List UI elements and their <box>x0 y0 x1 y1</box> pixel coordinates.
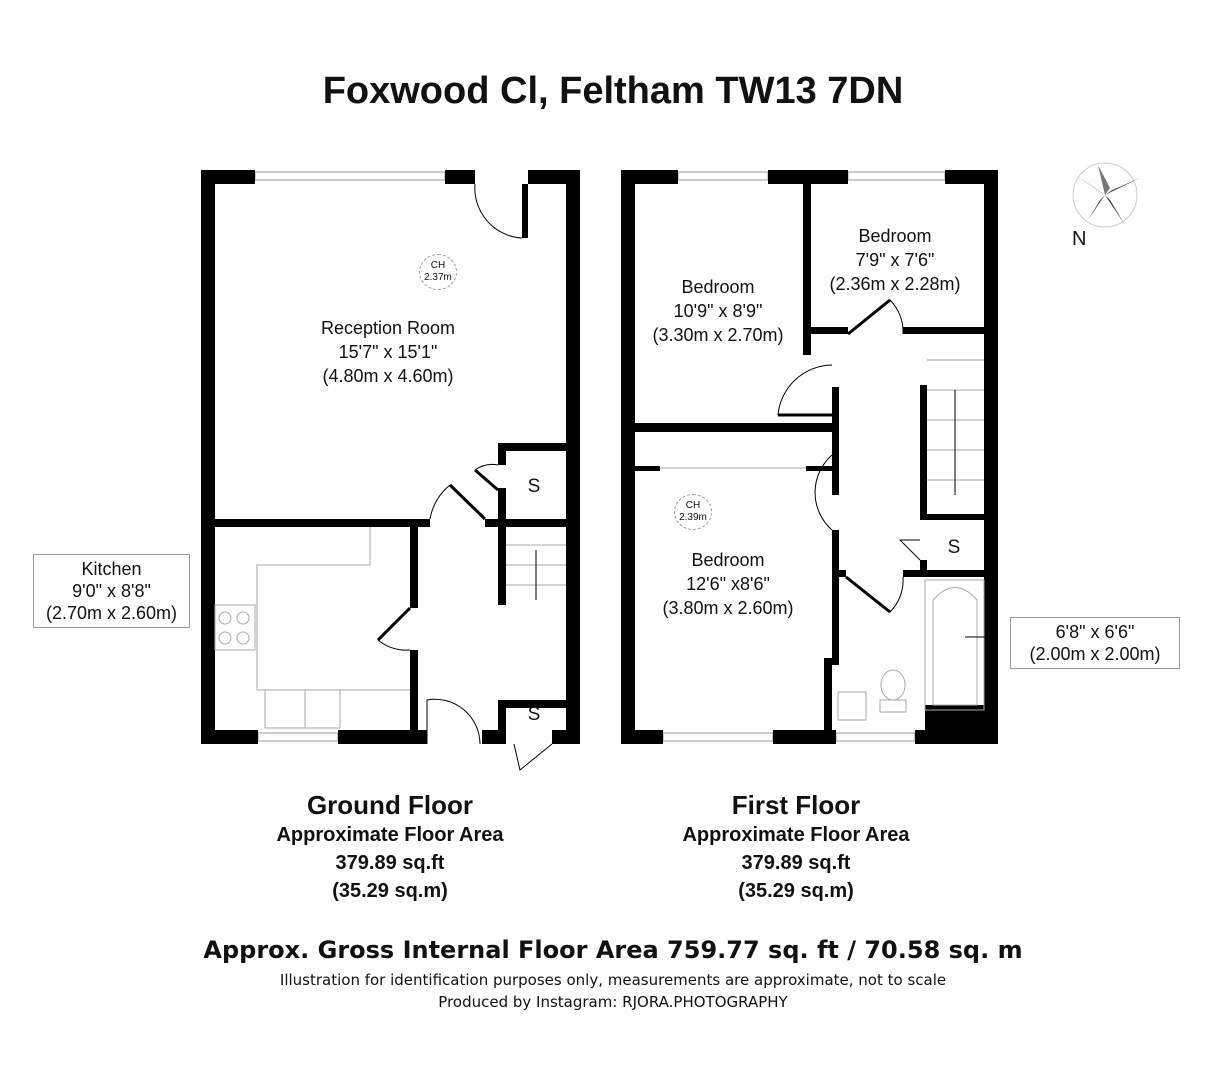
storage-label: S <box>527 476 541 497</box>
room-imperial: 7'9" x 7'6" <box>855 250 935 270</box>
room-imperial: 6'8" x 6'6" <box>1055 622 1135 642</box>
storage-label: S <box>527 704 541 725</box>
floor-heading: First Floor <box>731 790 861 820</box>
page-title: Foxwood Cl, Feltham TW13 7DN <box>322 70 904 112</box>
gross-floor-area: Approx. Gross Internal Floor Area 759.77… <box>203 936 1023 964</box>
room-metric: (2.70m x 2.60m) <box>45 603 178 623</box>
bedroom-2-label: Bedroom 7'9" x 7'6" (2.36m x 2.28m) <box>829 224 960 296</box>
ceiling-height-badge: CH 2.37m <box>419 254 457 290</box>
disclaimer: Illustration for identification purposes… <box>279 971 947 989</box>
ceiling-value: 2.37m <box>424 272 452 283</box>
credit: Produced by Instagram: RJORA.PHOTOGRAPHY <box>438 993 788 1011</box>
floor-area-sqm: (35.29 sq.m) <box>332 880 448 902</box>
ground-floor-doors <box>376 183 553 771</box>
ground-floor-summary: Ground Floor Approximate Floor Area 379.… <box>276 789 503 905</box>
room-metric: (2.00m x 2.00m) <box>1029 644 1161 664</box>
ceiling-value: 2.39m <box>679 512 707 523</box>
floor-heading: Ground Floor <box>306 790 474 820</box>
first-floor-summary: First Floor Approximate Floor Area 379.8… <box>682 789 909 905</box>
room-name: Bedroom <box>681 277 755 297</box>
ceiling-label: CH <box>685 500 701 511</box>
first-floor-doors <box>777 298 921 614</box>
room-name: Bedroom <box>858 226 932 246</box>
room-imperial: 15'7" x 15'1" <box>338 342 438 362</box>
floor-area-sqm: (35.29 sq.m) <box>738 880 854 902</box>
ceiling-height-badge: CH 2.39m <box>674 494 712 530</box>
bathroom-callout: 6'8" x 6'6" (2.00m x 2.00m) <box>1010 617 1180 669</box>
room-imperial: 12'6" x8'6" <box>686 574 770 594</box>
room-metric: (3.80m x 2.60m) <box>662 598 794 618</box>
floor-area-label: Approximate Floor Area <box>682 824 910 846</box>
first-floor-fixtures <box>660 359 990 721</box>
reception-room-label: Reception Room 15'7" x 15'1" (4.80m x 4.… <box>321 316 455 388</box>
compass-north-label: N <box>1072 228 1087 250</box>
room-imperial: 10'9" x 8'9" <box>673 301 763 321</box>
room-metric: (2.36m x 2.28m) <box>829 274 961 294</box>
floor-area-label: Approximate Floor Area <box>276 824 504 846</box>
storage-label: S <box>947 537 961 558</box>
room-name: Reception Room <box>320 318 456 338</box>
room-name: Bedroom <box>691 550 765 570</box>
floor-area-sqft: 379.89 sq.ft <box>335 852 445 874</box>
room-metric: (3.30m x 2.70m) <box>652 325 784 345</box>
first-floor-walls <box>621 170 998 744</box>
room-name: Kitchen <box>81 559 142 579</box>
room-imperial: 9'0" x 8'8" <box>72 581 151 601</box>
ground-floor-fixtures <box>214 527 566 729</box>
room-metric: (4.80m x 4.60m) <box>322 366 454 386</box>
ground-floor-walls <box>201 170 580 744</box>
floor-area-sqft: 379.89 sq.ft <box>741 852 851 874</box>
ceiling-label: CH <box>430 260 446 271</box>
kitchen-callout: Kitchen 9'0" x 8'8" (2.70m x 2.60m) <box>33 554 190 628</box>
bedroom-3-label: Bedroom 12'6" x8'6" (3.80m x 2.60m) <box>662 548 793 620</box>
compass-rose-icon <box>1072 162 1140 228</box>
bedroom-1-label: Bedroom 10'9" x 8'9" (3.30m x 2.70m) <box>652 275 783 347</box>
